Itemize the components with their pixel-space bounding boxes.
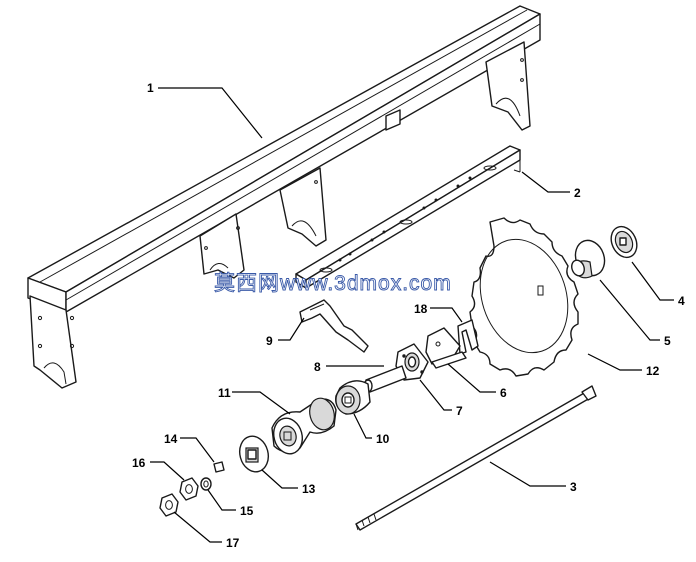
part-6-bracket — [425, 327, 467, 369]
callout-17: 17 — [226, 536, 240, 550]
part-13-cap-washer — [238, 435, 270, 473]
part-11-spool-assembly — [271, 397, 337, 455]
part-12-disc-blade — [469, 217, 579, 377]
callout-8: 8 — [314, 360, 321, 374]
part-1-frame-beam — [27, 5, 541, 389]
callout-12: 12 — [646, 364, 660, 378]
callout-15: 15 — [240, 504, 254, 518]
callout-labels: 1 2 3 4 5 6 7 8 9 10 11 12 13 14 15 16 1… — [132, 81, 685, 550]
leader-lines — [150, 87, 674, 543]
callout-16: 16 — [132, 456, 146, 470]
callout-4: 4 — [678, 294, 685, 308]
part-10-bearing-cup — [335, 380, 371, 415]
callout-14: 14 — [164, 432, 178, 446]
callout-2: 2 — [574, 186, 581, 200]
part-9-scraper — [299, 299, 369, 353]
callout-5: 5 — [664, 334, 671, 348]
callout-10: 10 — [376, 432, 390, 446]
callout-3: 3 — [570, 480, 577, 494]
part-16-hex-nut — [179, 477, 199, 501]
watermark-text: 莫西网www.3dmox.com — [214, 272, 452, 295]
part-3-gang-bolt — [355, 385, 597, 531]
callout-9: 9 — [266, 334, 273, 348]
part-17-hex-nut — [159, 493, 179, 517]
part-2-channel-bar — [295, 145, 521, 289]
part-5-spool — [571, 239, 606, 279]
callout-1: 1 — [147, 81, 154, 95]
callout-18: 18 — [414, 302, 428, 316]
part-15-lock-washer — [200, 477, 212, 491]
callout-6: 6 — [500, 386, 507, 400]
part-14-square-washer — [213, 461, 225, 473]
part-4-end-cap — [610, 225, 638, 259]
callout-13: 13 — [302, 482, 316, 496]
callout-11: 11 — [218, 386, 231, 400]
callout-7: 7 — [456, 404, 463, 418]
part-8-axle-shaft — [363, 365, 407, 393]
